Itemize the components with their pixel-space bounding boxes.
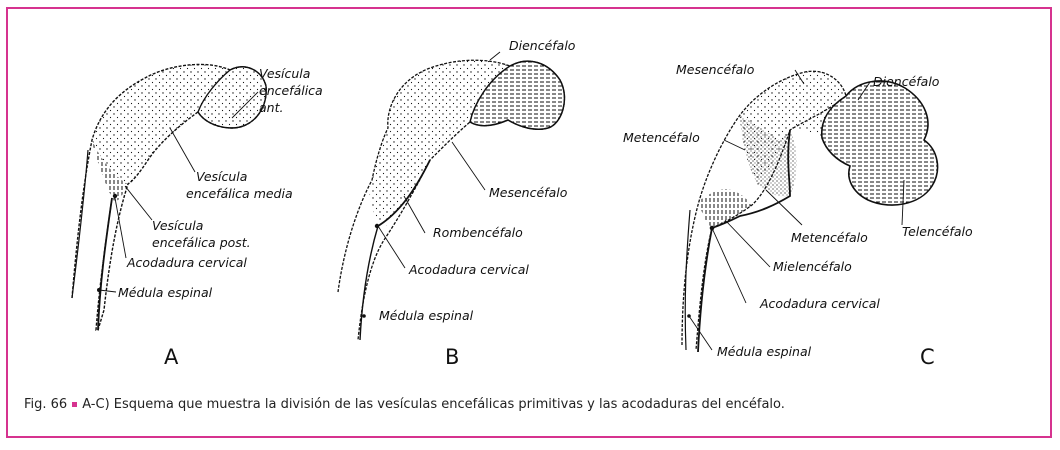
figure-caption: Fig. 66 A-C) Esquema que muestra la divis… xyxy=(24,397,785,412)
label-c-acodadura: Acodadura cervical xyxy=(759,296,880,311)
label-a-ves-ant-2: encefálica xyxy=(259,83,323,98)
label-b-acodadura: Acodadura cervical xyxy=(408,262,529,277)
label-a-ves-media-1: Vesícula xyxy=(196,169,247,184)
label-c-metencefalo-top: Metencéfalo xyxy=(623,130,700,145)
label-a-acodadura: Acodadura cervical xyxy=(126,255,247,270)
caption-bullet-icon xyxy=(72,402,77,407)
panel-c-letter: C xyxy=(920,345,935,369)
panel-b xyxy=(338,60,564,340)
caption-fig-number: Fig. 66 xyxy=(24,397,67,412)
label-b-medula: Médula espinal xyxy=(379,308,474,323)
panel-a-letter: A xyxy=(164,345,179,369)
label-a-ves-ant-1: Vesícula xyxy=(259,66,310,81)
label-c-metencefalo: Metencéfalo xyxy=(791,230,868,245)
label-c-mesencefalo: Mesencéfalo xyxy=(676,62,755,77)
label-c-diencefalo: Diencéfalo xyxy=(873,74,940,89)
label-a-ves-ant-3: ant. xyxy=(259,100,283,115)
label-b-rombencefalo: Rombencéfalo xyxy=(433,225,523,240)
label-c-medula: Médula espinal xyxy=(717,344,812,359)
caption-text: A-C) Esquema que muestra la división de … xyxy=(82,397,785,412)
label-a-ves-media-2: encefálica media xyxy=(186,186,293,201)
label-a-medula: Médula espinal xyxy=(118,285,213,300)
label-c-telencefalo: Telencéfalo xyxy=(902,224,973,239)
panel-b-letter: B xyxy=(445,345,459,369)
label-b-mesencefalo: Mesencéfalo xyxy=(489,185,568,200)
label-a-ves-post-2: encefálica post. xyxy=(152,235,251,250)
label-b-diencefalo: Diencéfalo xyxy=(509,38,576,53)
label-c-mielencefalo: Mielencéfalo xyxy=(773,259,852,274)
label-a-ves-post-1: Vesícula xyxy=(152,218,203,233)
